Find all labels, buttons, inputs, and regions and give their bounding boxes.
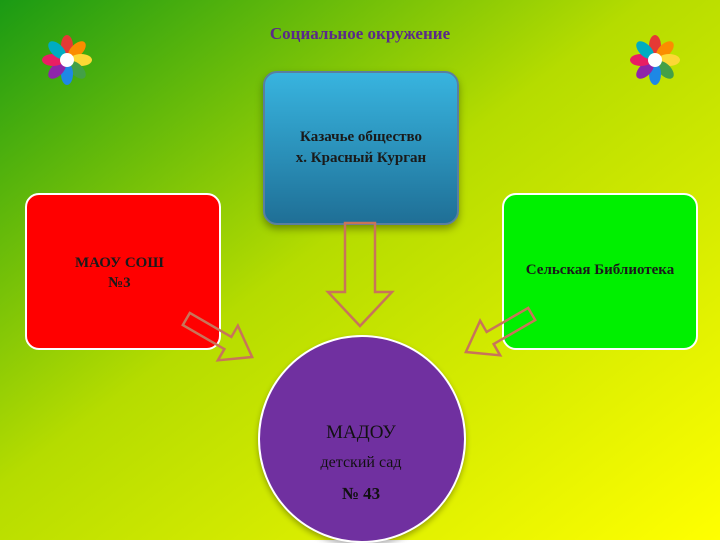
node-center-line3: № 43 — [341, 484, 381, 503]
node-cossack-society: Казачье общество х. Красный Курган — [263, 71, 459, 225]
node-library-label: Сельская Библиотека — [525, 262, 675, 278]
node-kindergarten-circle — [258, 335, 466, 543]
node-school-line1: МАОУ СОШ — [75, 255, 164, 271]
node-library: Сельская Библиотека — [502, 193, 698, 350]
node-cossack-line1: Казачье общество — [300, 129, 422, 145]
node-cossack-line2: х. Красный Курган — [295, 150, 427, 166]
node-center-line2: детский сад — [320, 454, 402, 471]
node-school: МАОУ СОШ №3 — [25, 193, 221, 350]
node-school-line2: №3 — [108, 275, 131, 291]
node-kindergarten: МАДОУ детский сад № 43 — [258, 420, 464, 508]
diagram-title: Социальное окружение — [269, 24, 451, 43]
node-center-line1: МАДОУ — [326, 422, 396, 443]
